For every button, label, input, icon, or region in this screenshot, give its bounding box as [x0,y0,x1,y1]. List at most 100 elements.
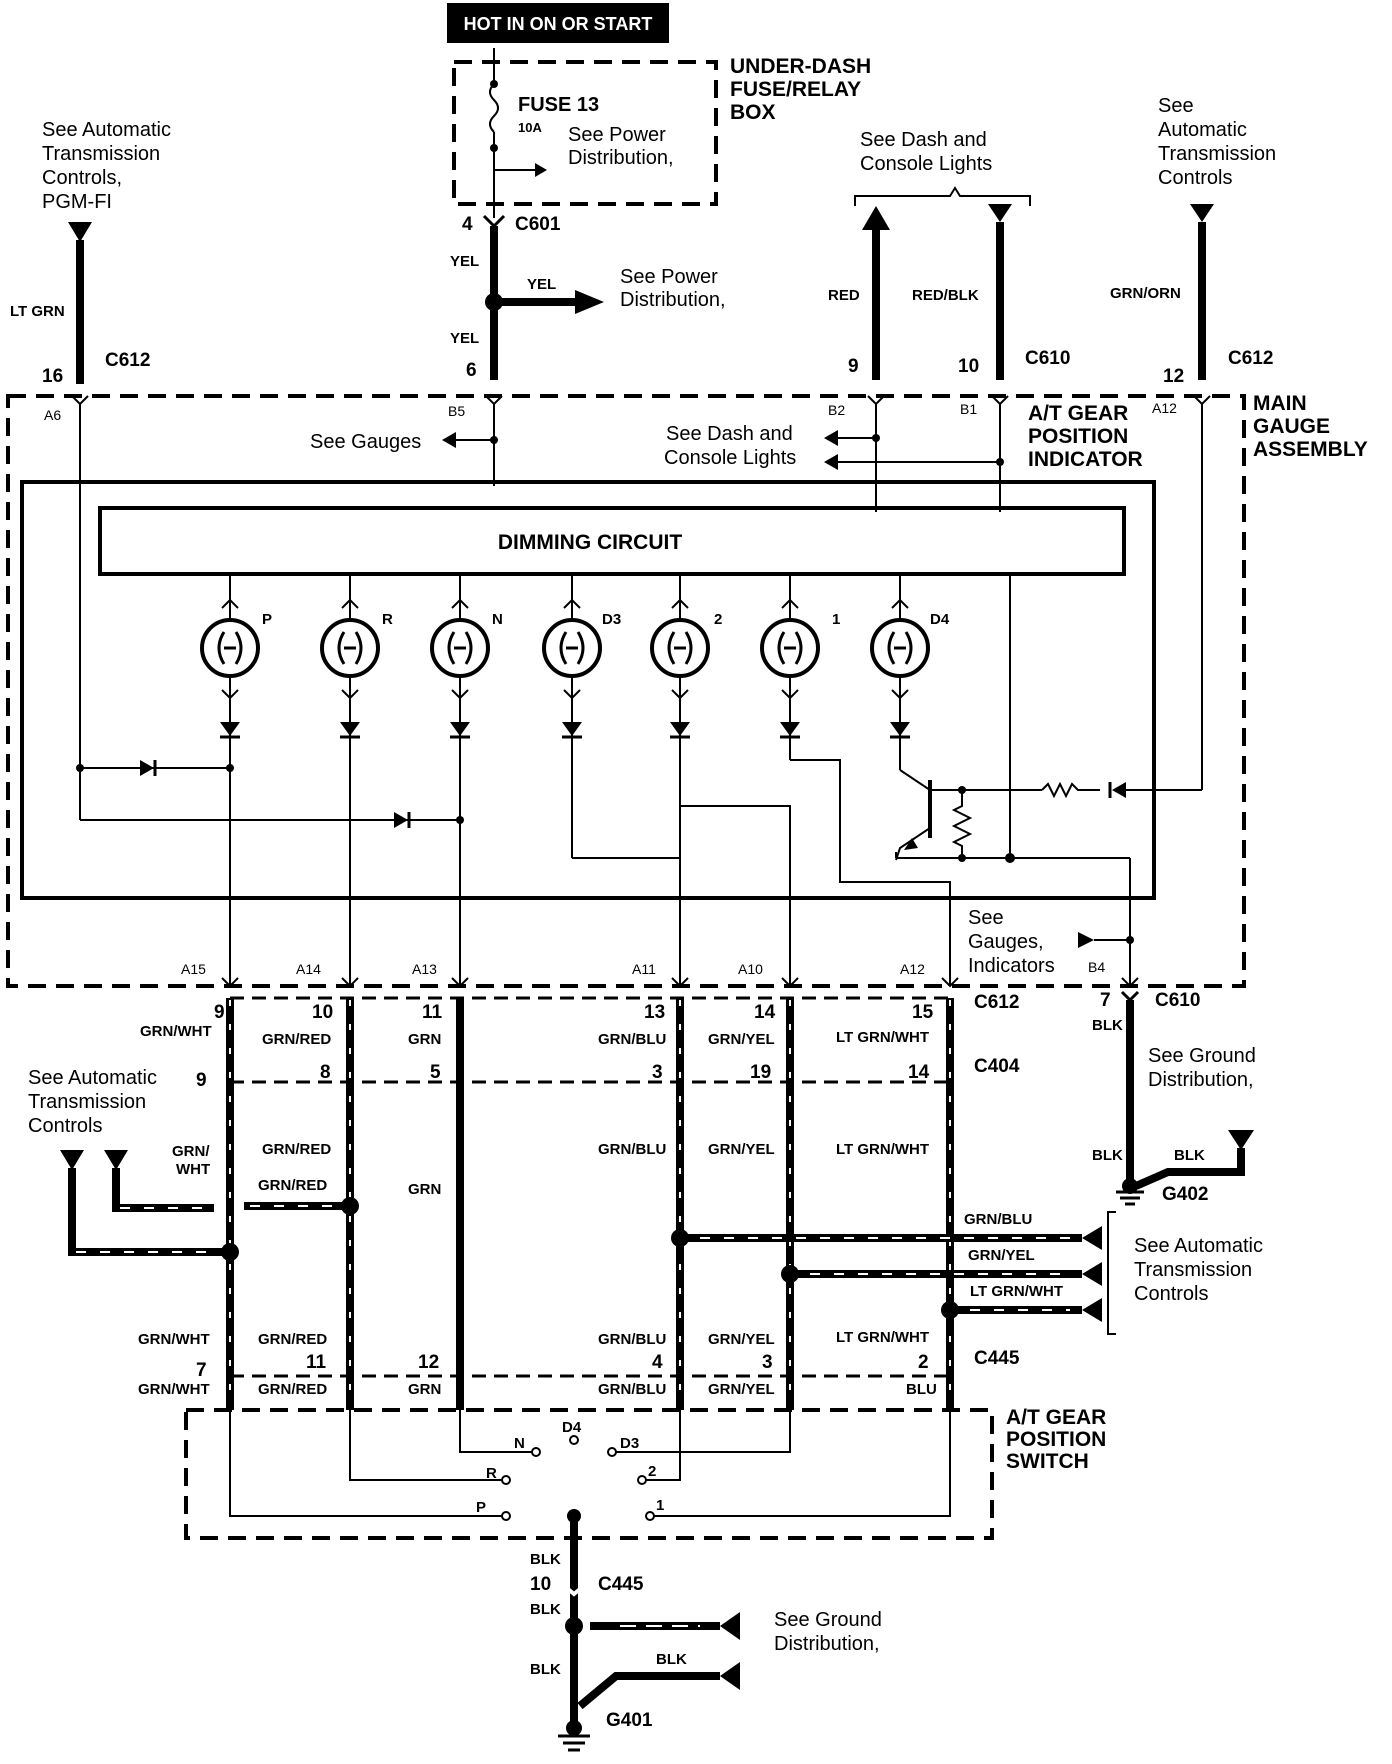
at-left-ref-2: Transmission [28,1091,146,1113]
ref-arrow-icon [1082,1298,1102,1322]
pin-yel-6: 6 [466,360,477,381]
fuse-icon [489,83,499,133]
pin-c612-12: 12 [1163,366,1184,387]
pin-b5: B5 [448,403,465,419]
arrow-icon [575,290,604,314]
c445-pin-3: 3 [762,1352,773,1373]
fuse-box-title-1: UNDER-DASH [730,55,871,78]
dimming-circuit [98,506,1126,576]
ref-arrow-icon [104,1150,128,1170]
connector-c445-2: C445 [598,1574,644,1595]
switch-title-2: POSITION [1006,1428,1106,1451]
wire-grn-3: GRN [408,1381,441,1398]
ground-g401-icon [558,1734,590,1752]
ref-arrow-icon [720,1662,740,1690]
wire-grn-wht-3: GRN/WHT [138,1381,210,1398]
wire-yel-1: YEL [450,253,479,270]
ground-g402-icon [1116,1190,1144,1206]
pin-a14: A14 [296,961,321,977]
arrow-icon [824,430,838,446]
wire-grn-yel-3: GRN/YEL [708,1331,775,1348]
gear-indicator-box [20,480,1156,900]
wire-grn-wht-1: GRN/WHT [140,1023,212,1040]
wire-lt-grn-wht-r: LT GRN/WHT [970,1283,1063,1300]
wire-blk-7: BLK [656,1651,687,1668]
bulb-filament-icon [337,631,363,665]
fuse-rating: 10A [518,120,542,135]
bulb-label-1: 1 [832,611,840,628]
ref-arrow-icon [1190,204,1214,222]
connector-c612-top-right: C612 [1228,348,1273,369]
pin-c610-10: 10 [958,356,979,377]
bulb-1 [760,574,820,760]
wire-grn-red-2: GRN/RED [262,1141,331,1158]
switch-pos-d4: D4 [562,1419,582,1436]
main-gauge-assembly [6,394,1246,988]
wire-grn-blu-4: GRN/BLU [598,1381,666,1398]
power-ref-1: See Power [620,266,718,288]
c404-pin-14: 14 [908,1062,930,1083]
c612-pin-15: 15 [912,1002,934,1023]
c445-pin-12: 12 [418,1352,439,1373]
wire-grn-1: GRN [408,1031,441,1048]
at-right-ref-2: Transmission [1134,1259,1252,1281]
c404-pin-5: 5 [430,1062,441,1083]
c612-pin-11: 11 [422,1002,443,1023]
c612-pin-14: 14 [754,1002,776,1023]
c612-pin-10: 10 [312,1002,333,1023]
wire-grn-blu-r: GRN/BLU [964,1211,1032,1228]
switch-pos-2: 2 [648,1463,656,1480]
bulb-2 [650,574,710,806]
connector-c612-top-left: C612 [105,350,150,371]
at-top-right-ref-1: See [1158,95,1194,117]
wire-grn-yel-4: GRN/YEL [708,1381,775,1398]
wire-yel-2: YEL [527,276,556,293]
fuse-box-title-3: BOX [730,101,776,124]
ref-arrow-icon [1078,932,1094,948]
fuse-ref-2: Distribution, [568,147,674,169]
wire-lt-grn-wht-3: LT GRN/WHT [836,1329,929,1346]
assembly-title-2: GAUGE [1253,415,1330,438]
bulb-d4 [870,574,930,766]
wire-red: RED [828,287,860,304]
c404-pin-8: 8 [320,1062,331,1083]
bulb-filament-icon [887,631,913,665]
at-left-ref-1: See Automatic [28,1067,157,1089]
wire-blk-3: BLK [1174,1147,1205,1164]
bulb-label-n: N [492,611,503,628]
wire-grn-red-4: GRN/RED [258,1331,327,1348]
dash-top-ref-2: Console Lights [860,153,992,175]
ground-bottom-ref-2: Distribution, [774,1633,880,1655]
switch-title-1: A/T GEAR [1006,1406,1106,1429]
hot-label: HOT IN ON OR START [464,14,653,34]
c445-pin-2: 2 [918,1352,929,1373]
hot-label-box [447,3,669,43]
ref-arrow-icon [60,1150,84,1170]
dimming-circuit-label: DIMMING CIRCUIT [498,531,682,554]
wire-grn-red-3: GRN/RED [258,1177,327,1194]
wire-grn-orn: GRN/ORN [1110,285,1181,302]
wire-lt-grn-wht-1: LT GRN/WHT [836,1029,929,1046]
dash-mid-ref-1: See Dash and [666,423,793,445]
ref-arrow-icon [1082,1262,1102,1286]
connector-c601: C601 [515,214,561,235]
arrow-icon [824,454,838,470]
ground-bottom-ref-1: See Ground [774,1609,882,1631]
pin-b2: B2 [828,402,845,418]
bulb-p [200,574,260,986]
pin-a12-bot: A12 [900,961,925,977]
connector-c612-bot: C612 [974,992,1019,1013]
dash-top-ref-1: See Dash and [860,129,987,151]
wire-grn-2: GRN [408,1181,441,1198]
ground-g402: G402 [1162,1184,1208,1205]
c404-pin-19: 19 [750,1062,771,1083]
wire-red-blk: RED/BLK [912,287,979,304]
switch-pos-p: P [476,1499,486,1516]
wire-grn-blu-3: GRN/BLU [598,1331,666,1348]
pin-a13: A13 [412,961,437,977]
power-ref-2: Distribution, [620,289,726,311]
at-top-right-ref-2: Automatic [1158,119,1247,141]
harness-buses [226,998,954,1410]
pin-a15: A15 [181,961,206,977]
fuse-box-title-2: FUSE/RELAY [730,78,861,101]
